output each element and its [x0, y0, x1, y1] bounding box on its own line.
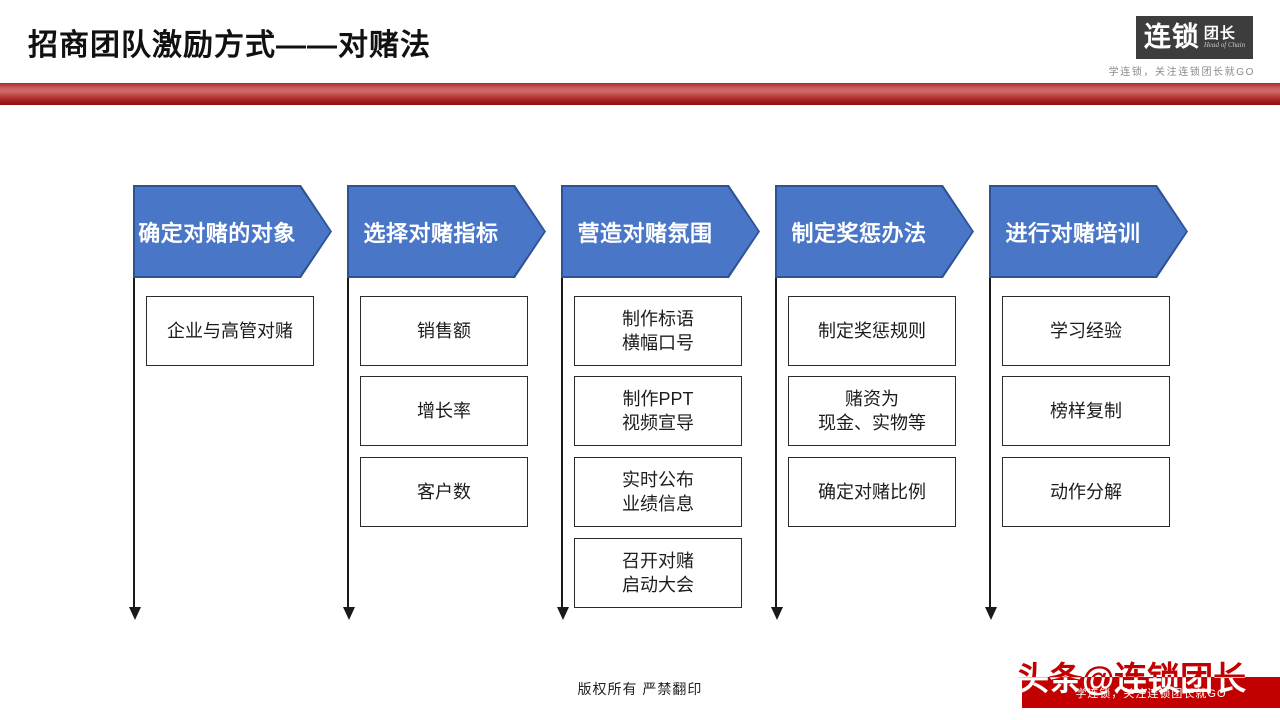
- watermark-text-white: 头条@连锁团长: [1016, 660, 1247, 697]
- logo-main-text: 连锁: [1143, 22, 1200, 52]
- step-banner-3: 营造对赌氛围: [561, 185, 760, 278]
- down-arrowhead-icon: [557, 607, 569, 620]
- step-item-box: 榜样复制: [1002, 376, 1170, 446]
- step-item-box: 实时公布 业绩信息: [574, 457, 742, 527]
- step-item-box: 学习经验: [1002, 296, 1170, 366]
- down-arrowhead-icon: [129, 607, 141, 620]
- step-5-connector-line: [989, 278, 991, 608]
- copyright-text: 版权所有 严禁翻印: [577, 681, 703, 697]
- step-item-box: 销售额: [360, 296, 528, 366]
- step-banner-2-fill: 选择对赌指标: [349, 187, 544, 276]
- down-arrowhead-icon: [985, 607, 997, 620]
- step-item-box: 客户数: [360, 457, 528, 527]
- step-2-connector-line: [347, 278, 349, 608]
- step-4-connector-line: [775, 278, 777, 608]
- step-1-connector-line: [133, 278, 135, 608]
- step-item-box: 增长率: [360, 376, 528, 446]
- step-banner-5-fill: 进行对赌培训: [991, 187, 1186, 276]
- step-banner-1-label: 确定对赌的对象: [138, 220, 296, 246]
- step-item-box: 召开对赌 启动大会: [574, 538, 742, 608]
- brand-logo: 连锁 团长 Head of Chain: [1136, 16, 1253, 59]
- slide-title: 招商团队激励方式——对赌法: [28, 29, 431, 62]
- logo-tagline: 学连锁，关注连锁团长就GO: [1108, 67, 1255, 78]
- step-banner-3-label: 营造对赌氛围: [577, 220, 713, 246]
- step-item-box: 动作分解: [1002, 457, 1170, 527]
- step-banner-4-label: 制定奖惩办法: [791, 220, 927, 246]
- watermark: 头条@连锁团长 头条@连锁团长: [1016, 657, 1280, 701]
- step-item-box: 制定奖惩规则: [788, 296, 956, 366]
- step-item-box: 赌资为 现金、实物等: [788, 376, 956, 446]
- logo-english-text: Head of Chain: [1203, 41, 1246, 50]
- down-arrowhead-icon: [343, 607, 355, 620]
- step-item-box: 企业与高管对赌: [146, 296, 314, 366]
- watermark-text-red: 头条@连锁团长: [1016, 660, 1247, 697]
- logo-right-block: 团长 Head of Chain: [1203, 24, 1246, 50]
- step-item-box: 确定对赌比例: [788, 457, 956, 527]
- step-banner-1: 确定对赌的对象: [133, 185, 332, 278]
- step-banner-5: 进行对赌培训: [989, 185, 1188, 278]
- logo-sub-text: 团长: [1203, 24, 1236, 42]
- step-banner-3-fill: 营造对赌氛围: [563, 187, 758, 276]
- step-banner-2-label: 选择对赌指标: [363, 220, 499, 246]
- step-item-box: 制作标语 横幅口号: [574, 296, 742, 366]
- red-divider-bar: [0, 83, 1280, 105]
- step-banner-4: 制定奖惩办法: [775, 185, 974, 278]
- down-arrowhead-icon: [771, 607, 783, 620]
- watermark-strip: 学连锁，关注连锁团长就GO: [1022, 677, 1280, 708]
- step-item-box: 制作PPT 视频宣导: [574, 376, 742, 446]
- step-banner-4-fill: 制定奖惩办法: [777, 187, 972, 276]
- step-banner-1-fill: 确定对赌的对象: [135, 187, 330, 276]
- step-banner-2: 选择对赌指标: [347, 185, 546, 278]
- step-banner-5-label: 进行对赌培训: [1005, 220, 1141, 246]
- step-3-connector-line: [561, 278, 563, 608]
- watermark-strip-text: 学连锁，关注连锁团长就GO: [1075, 687, 1227, 700]
